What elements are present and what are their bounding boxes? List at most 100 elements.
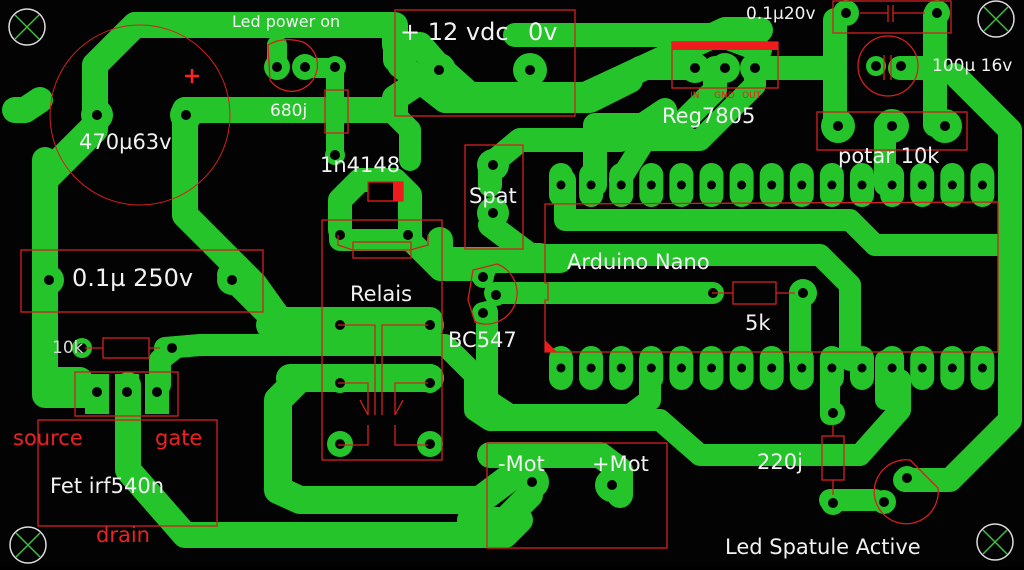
label-r10k: 10k	[52, 338, 84, 358]
arduino-pin-top	[639, 163, 664, 207]
trace-arduino-bus2	[509, 244, 861, 371]
label-spat: Spat	[469, 184, 517, 208]
r680-outline	[324, 89, 349, 134]
label-motor-minus: -Mot	[498, 452, 545, 476]
label-0v: 0v	[528, 18, 558, 46]
arduino-pin-bottom	[940, 346, 965, 390]
cap100-pad-minus	[891, 56, 911, 76]
label-fet: Fet irf540n	[50, 474, 165, 498]
label-motor-plus: +Mot	[592, 452, 649, 476]
label-cap-470: 470µ63v	[79, 130, 172, 154]
mounting-hole-icon	[976, 523, 1014, 561]
trace-relay-right	[427, 227, 573, 273]
arduino-pin1-mark	[545, 340, 557, 352]
bc547-outline	[467, 263, 518, 325]
pads	[34, 0, 995, 515]
arduino-pin-top	[699, 163, 724, 207]
relay-internal-1	[337, 235, 429, 251]
trace-relay-row2	[154, 334, 911, 466]
mounting-holes	[8, 0, 1015, 564]
pot-pad-1	[821, 109, 855, 143]
cap20-symbol	[860, 5, 925, 22]
label-r5k: 5k	[745, 311, 771, 335]
motor-outline	[486, 442, 668, 549]
arduino-pin-bottom	[669, 346, 694, 390]
cap250-pad-l	[34, 265, 64, 295]
relay-pad-no-l	[327, 431, 353, 457]
label-12vdc: + 12 vdc	[400, 18, 509, 46]
arduino-outline	[544, 201, 999, 353]
fet-pad-source	[85, 374, 109, 414]
label-cap250: 0.1µ 250v	[72, 264, 194, 292]
silkscreen	[20, 0, 999, 549]
bc547-pad-c	[472, 266, 494, 288]
label-cap20: 0.1µ20v	[746, 4, 816, 24]
arduino-pin-bottom	[970, 346, 995, 390]
arduino-pin-top	[759, 163, 784, 207]
arduino-pin-bottom	[609, 346, 634, 390]
label-relay: Relais	[350, 282, 413, 306]
mounting-hole-icon	[9, 526, 47, 564]
arduino-pin-top	[669, 163, 694, 207]
r5k-outline	[732, 281, 777, 305]
mounting-hole-icon	[8, 8, 46, 46]
power-in-outline	[394, 9, 576, 117]
relay-pad-coil-r	[420, 315, 440, 335]
label-arduino: Arduino Nano	[567, 250, 710, 274]
diode-band	[393, 182, 403, 201]
reg-pad-out	[740, 53, 770, 83]
relay-pad-no-r	[417, 431, 443, 457]
arduino-pin-top	[880, 163, 905, 207]
bc547-pad-b	[485, 284, 507, 306]
trace-big-loop	[264, 364, 534, 514]
spat-outline	[464, 144, 524, 250]
r220-pad-bottom	[821, 491, 845, 515]
arduino-pin-bottom	[699, 346, 724, 390]
arduino-pin-top	[910, 163, 935, 207]
arduino-pin-top	[970, 163, 995, 207]
arduino-pin-bottom	[729, 346, 754, 390]
r10k-pad-l	[72, 338, 92, 358]
arduino-pin-top	[729, 163, 754, 207]
label-r220: 220j	[757, 450, 803, 474]
arduino-pin-bottom	[639, 346, 664, 390]
label-r680: 680j	[270, 101, 308, 121]
cap470-pad-minus	[81, 99, 113, 131]
arduino-pin-bottom	[819, 346, 844, 390]
r5k-pad-r	[789, 279, 817, 307]
label-reg-gnd: GND	[714, 91, 735, 101]
pot-pad-3	[928, 109, 962, 143]
label-diode: 1n4148	[320, 153, 401, 177]
arduino-pin-top	[940, 163, 965, 207]
trace-right-edge	[893, 63, 1022, 492]
r220-pad-top	[821, 401, 845, 425]
spat-pad-2	[477, 197, 509, 229]
arduino-pin-top	[609, 163, 634, 207]
arduino-pin-top	[819, 163, 844, 207]
label-fet-gate: gate	[155, 426, 203, 450]
relay-pad-com-r	[420, 373, 440, 393]
trace-spat-top	[478, 98, 677, 177]
reg7805-tab	[672, 42, 778, 50]
pot-pad-2	[875, 109, 909, 143]
cap20-pad-r	[924, 0, 950, 26]
arduino-pin-bottom	[880, 346, 905, 390]
led-power-outline	[267, 38, 319, 92]
mounting-hole-icon	[977, 0, 1015, 38]
cap100-symbol	[883, 55, 892, 80]
label-reg7805: Reg7805	[662, 104, 756, 128]
label-potar: potar 10k	[838, 144, 940, 168]
relay-outline	[321, 219, 443, 461]
trace-1n-right	[384, 104, 421, 171]
cap470-pad-plus	[170, 99, 202, 131]
label-bc547: BC547	[448, 328, 517, 352]
cap250-pad-r	[217, 265, 247, 295]
bc547-pad-e	[472, 302, 494, 324]
label-reg-out: OUT	[742, 91, 762, 101]
led-power-pad-1	[264, 54, 290, 80]
relay-contacts	[338, 324, 428, 446]
arduino-pin-bottom	[910, 346, 935, 390]
label-fet-drain: drain	[96, 523, 150, 547]
label-led-power: Led power on	[232, 12, 341, 31]
cap100-pad-plus	[866, 56, 886, 76]
